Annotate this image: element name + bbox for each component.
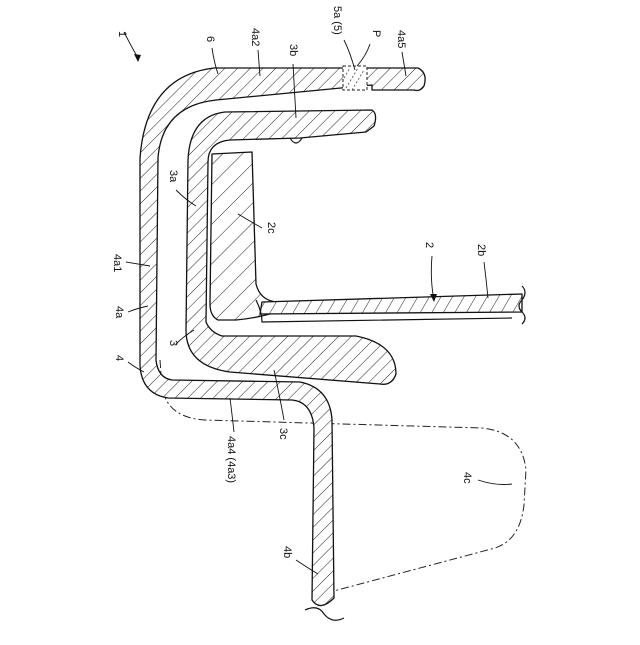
label-6: 6 [204,36,216,42]
seal-break-line [305,608,344,621]
label-2b: 2b [475,244,487,256]
label-3a: 3a [167,170,179,183]
label-4c: 4c [461,472,473,484]
label-4a4: 4a4 (4a3) [225,436,237,483]
label-4: 4 [113,355,125,361]
leader-P [357,44,370,66]
panel-flange-2c [210,152,276,320]
label-3b: 3b [287,44,299,56]
label-4b: 4b [281,546,293,558]
label-1: 1 [116,31,128,37]
panel-plate-2b [260,294,522,314]
label-P: P [370,30,382,37]
leader-4c [478,480,512,485]
label-3c: 3c [277,428,289,440]
leader-4a4 [230,398,234,432]
leader-1-arrow [134,54,141,62]
label-4a5: 4a5 [395,30,407,48]
label-2c: 2c [265,222,277,234]
label-2: 2 [423,242,435,248]
leader-2 [431,256,434,300]
label-4a2: 4a2 [249,28,261,46]
label-5a: 5a (5) [331,6,343,35]
leader-2b [484,262,488,298]
label-4a1: 4a1 [111,254,123,272]
label-3: 3 [167,340,179,346]
label-4a: 4a [113,306,125,319]
